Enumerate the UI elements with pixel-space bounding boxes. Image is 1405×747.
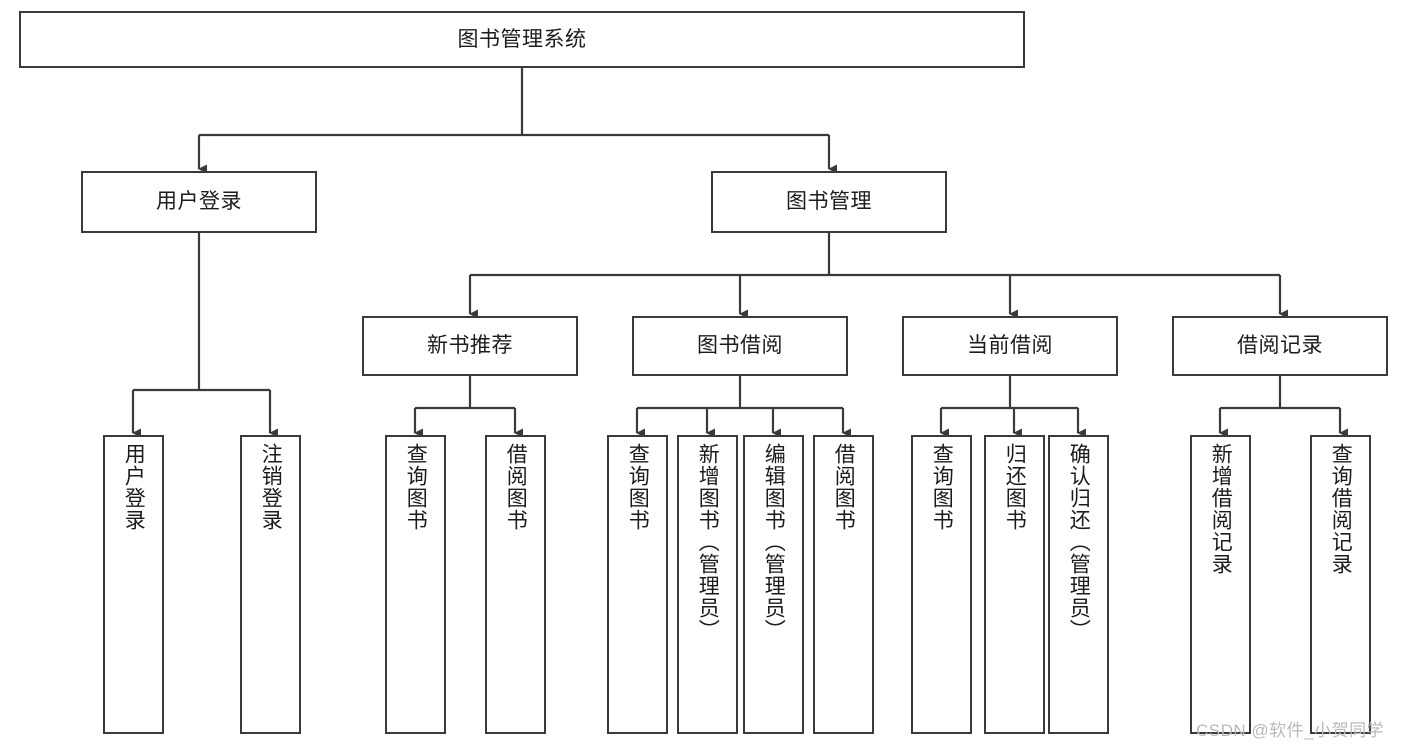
node-label: 查询图书 (626, 443, 650, 531)
node-label: 用户登录 (156, 190, 242, 214)
node-leaves-11[interactable]: 新增借阅记录 (1190, 435, 1251, 734)
node-label: 新增图书（管理员） (696, 443, 720, 641)
node-label: 查询借阅记录 (1329, 443, 1353, 575)
node-leaves-3[interactable]: 借阅图书 (485, 435, 546, 734)
node-leaves-5[interactable]: 新增图书（管理员） (677, 435, 738, 734)
node-leaves-8[interactable]: 查询图书 (911, 435, 972, 734)
node-leaves-6[interactable]: 编辑图书（管理员） (743, 435, 804, 734)
node-label: 用户登录 (122, 443, 146, 531)
connector-paths (131, 68, 1348, 438)
node-leaves-10[interactable]: 确认归还（管理员） (1048, 435, 1109, 734)
node-level3-2[interactable]: 当前借阅 (902, 316, 1118, 376)
node-label: 查询图书 (404, 443, 428, 531)
node-label: 归还图书 (1003, 443, 1027, 531)
node-label: 当前借阅 (967, 334, 1053, 358)
csdn-watermark: CSDN @软件_小贺同学 (1196, 721, 1385, 740)
node-leaves-9[interactable]: 归还图书 (984, 435, 1045, 734)
node-label: 新书推荐 (427, 334, 513, 358)
node-level2-1[interactable]: 图书管理 (711, 171, 947, 233)
node-leaves-12[interactable]: 查询借阅记录 (1310, 435, 1371, 734)
node-label: 查询图书 (930, 443, 954, 531)
node-label: 图书管理 (786, 190, 872, 214)
node-label: 借阅图书 (832, 443, 856, 531)
node-level3-1[interactable]: 图书借阅 (632, 316, 848, 376)
node-label: 注销登录 (259, 443, 283, 531)
node-level3-3[interactable]: 借阅记录 (1172, 316, 1388, 376)
node-label: 新增借阅记录 (1209, 443, 1233, 575)
node-level3-0[interactable]: 新书推荐 (362, 316, 578, 376)
node-label: 图书借阅 (697, 334, 783, 358)
node-label: 借阅记录 (1237, 334, 1323, 358)
node-label: 借阅图书 (504, 443, 528, 531)
node-level2-0[interactable]: 用户登录 (81, 171, 317, 233)
node-leaves-4[interactable]: 查询图书 (607, 435, 668, 734)
node-leaves-0[interactable]: 用户登录 (103, 435, 164, 734)
node-label: 编辑图书（管理员） (762, 443, 786, 641)
node-leaves-7[interactable]: 借阅图书 (813, 435, 874, 734)
node-root[interactable]: 图书管理系统 (19, 11, 1025, 68)
node-label: 确认归还（管理员） (1067, 443, 1091, 641)
node-leaves-2[interactable]: 查询图书 (385, 435, 446, 734)
node-label: 图书管理系统 (457, 27, 587, 51)
node-leaves-1[interactable]: 注销登录 (240, 435, 301, 734)
